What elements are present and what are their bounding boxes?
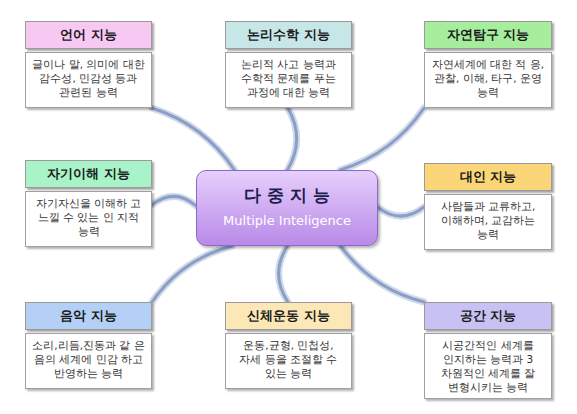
connector-glow xyxy=(287,108,296,170)
box-heading: 자연탐구 지능 xyxy=(424,21,552,49)
connector-glow xyxy=(340,108,424,170)
connector-glow xyxy=(341,246,424,302)
swoosh-connector xyxy=(341,246,424,302)
box-description: 운동,균형, 민첩성, 자세 등을 조절할 수 있는 능력 xyxy=(225,333,352,389)
box-description: 사람들과 교류하고, 이해하며, 교감하는 능력 xyxy=(424,194,552,250)
box-heading: 음악 지능 xyxy=(25,302,152,330)
box-heading: 공간 지능 xyxy=(424,302,552,330)
swoosh-connector xyxy=(152,196,196,206)
center-subtitle: Multiple Inteligence xyxy=(203,211,371,231)
swoosh-connector xyxy=(152,246,232,302)
box-description: 글이나 말, 의미에 대한 감수성, 민감성 등과 관련된 능력 xyxy=(25,52,152,108)
box-description: 자연세계에 대한 적 응, 관찰, 이해, 타구, 운영 능력 xyxy=(424,52,552,108)
intelligence-box: 대인 지능사람들과 교류하고, 이해하며, 교감하는 능력 xyxy=(424,163,552,250)
box-description: 자기자신을 이해하 고 느낄 수 있는 인 지적 능력 xyxy=(25,191,152,247)
connector-glow xyxy=(152,246,232,302)
box-heading: 신체운동 지능 xyxy=(225,302,352,330)
intelligence-box: 신체운동 지능운동,균형, 민첩성, 자세 등을 조절할 수 있는 능력 xyxy=(225,302,352,389)
swoosh-connector xyxy=(152,108,234,170)
swoosh-connector xyxy=(378,207,424,216)
swoosh-connector xyxy=(287,108,296,170)
connector-glow xyxy=(152,108,234,170)
intelligence-box: 자기이해 지능자기자신을 이해하 고 느낄 수 있는 인 지적 능력 xyxy=(25,160,152,247)
box-heading: 논리수학 지능 xyxy=(225,21,352,49)
intelligence-box: 언어 지능글이나 말, 의미에 대한 감수성, 민감성 등과 관련된 능력 xyxy=(25,21,152,108)
swoosh-connector xyxy=(279,246,288,302)
connector-glow xyxy=(152,196,196,206)
box-description: 소리,리듬,진동과 같 은 음의 세계에 민감 하고 반영하는 능력 xyxy=(25,333,152,389)
connector-glow xyxy=(279,246,288,302)
box-description: 시공간적인 세계를 인지하는 능력과 3 차원적인 세계를 잘 변형시키는 능력 xyxy=(424,333,552,399)
connector-glow xyxy=(378,207,424,216)
intelligence-box: 자연탐구 지능자연세계에 대한 적 응, 관찰, 이해, 타구, 운영 능력 xyxy=(424,21,552,108)
box-heading: 자기이해 지능 xyxy=(25,160,152,188)
center-title: 다 중 지 능 xyxy=(203,183,371,207)
box-description: 논리적 사고 능력과 수학적 문제를 푸는 과정에 대한 능력 xyxy=(225,52,352,108)
box-heading: 대인 지능 xyxy=(424,163,552,191)
intelligence-box: 공간 지능시공간적인 세계를 인지하는 능력과 3 차원적인 세계를 잘 변형시… xyxy=(424,302,552,399)
box-heading: 언어 지능 xyxy=(25,21,152,49)
swoosh-connector xyxy=(340,108,424,170)
intelligence-box: 논리수학 지능논리적 사고 능력과 수학적 문제를 푸는 과정에 대한 능력 xyxy=(225,21,352,108)
intelligence-box: 음악 지능소리,리듬,진동과 같 은 음의 세계에 민감 하고 반영하는 능력 xyxy=(25,302,152,389)
center-node: 다 중 지 능 Multiple Inteligence xyxy=(196,170,378,246)
